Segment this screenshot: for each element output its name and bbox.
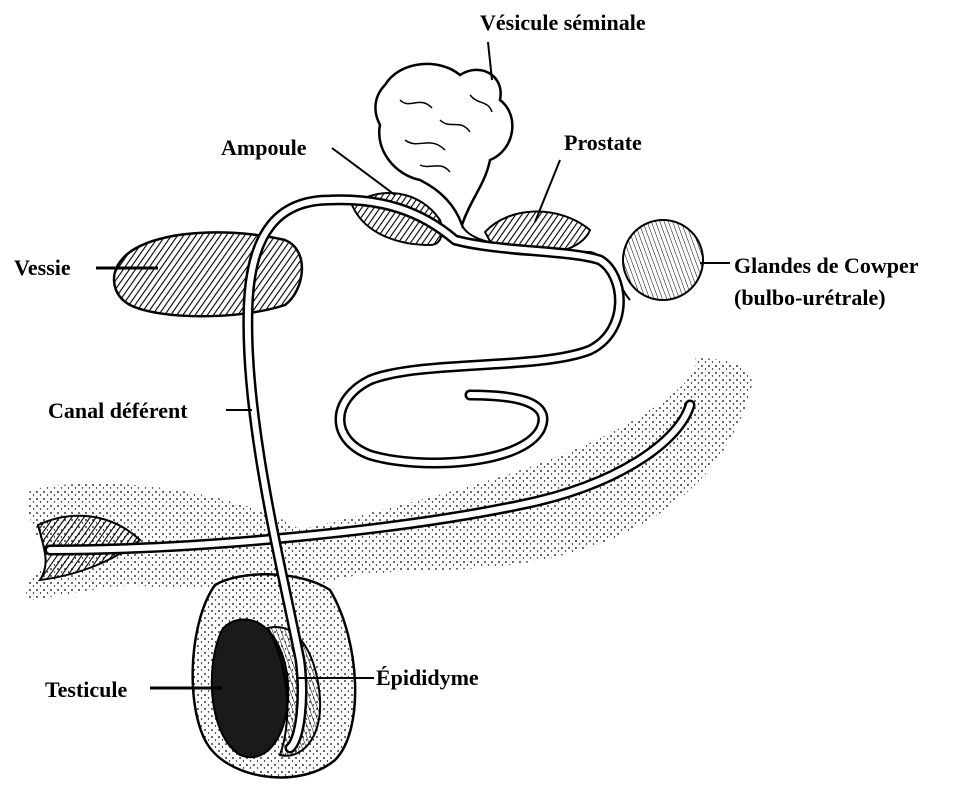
pelvic-tissue xyxy=(300,358,752,586)
label-epididyme: Épididyme xyxy=(376,665,479,690)
label-canal-deferent: Canal déférent xyxy=(48,398,188,423)
label-glandes-de-cowper: Glandes de Cowper xyxy=(734,253,919,278)
label-ampoule: Ampoule xyxy=(221,135,307,160)
label-prostate: Prostate xyxy=(564,130,642,155)
cowper-gland xyxy=(623,220,703,300)
bladder xyxy=(114,232,302,316)
label-bulbo-uretrale: (bulbo-urétrale) xyxy=(734,285,886,310)
label-vessie: Vessie xyxy=(14,255,71,280)
label-testicule: Testicule xyxy=(45,677,128,702)
label-vesicule-seminale: Vésicule séminale xyxy=(480,10,646,35)
